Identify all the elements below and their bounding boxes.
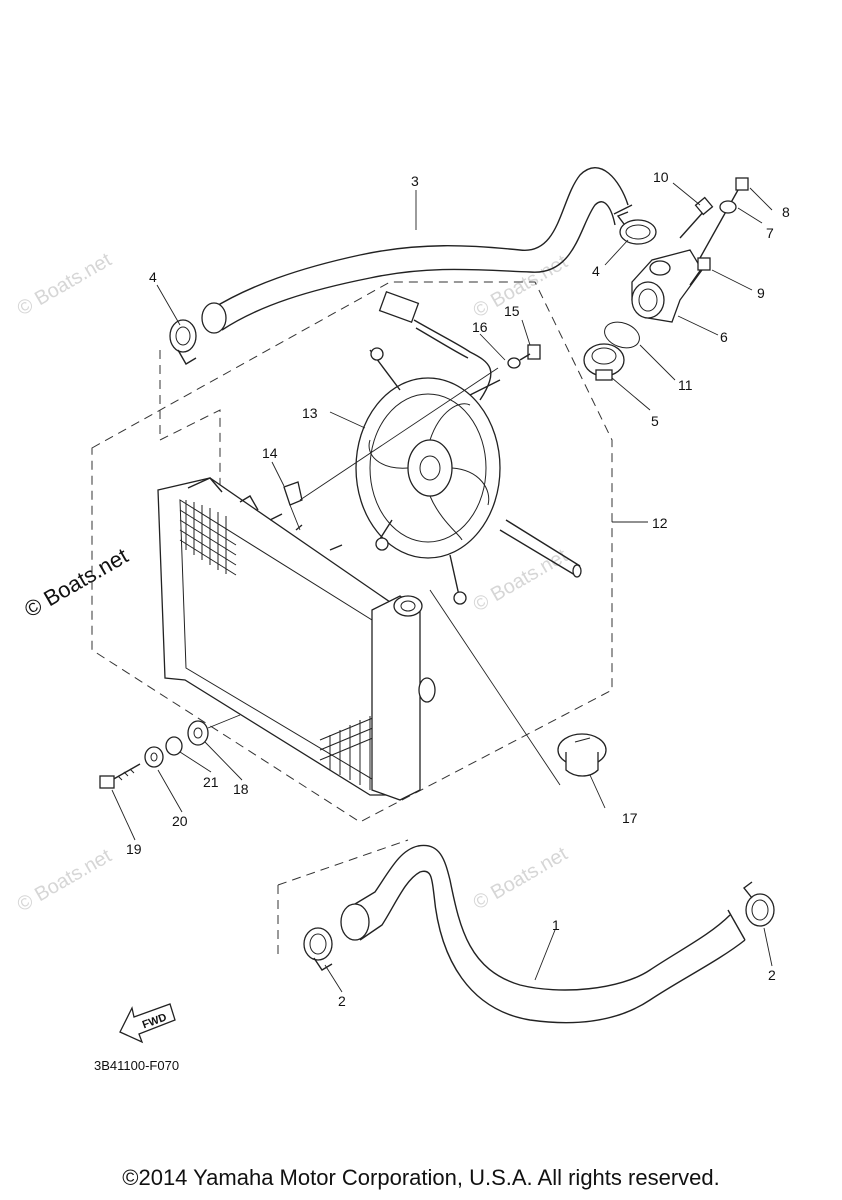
thermostat bbox=[583, 343, 625, 381]
callout-4: 4 bbox=[149, 269, 157, 285]
radiator-cap bbox=[557, 733, 607, 777]
leader-lines bbox=[111, 182, 773, 993]
fan-wiring-connector bbox=[378, 290, 492, 401]
callout-9: 9 bbox=[757, 285, 765, 301]
callout-2: 2 bbox=[338, 993, 346, 1009]
callout-18: 18 bbox=[233, 781, 249, 797]
callout-3: 3 bbox=[411, 173, 419, 189]
hose-clamp-lower-left bbox=[303, 927, 333, 971]
hose-clamp-lower-right bbox=[743, 881, 775, 927]
diagram-part-code: 3B41100-F070 bbox=[94, 1058, 179, 1073]
radiator-mount-fasteners bbox=[99, 714, 241, 789]
radiator-fins-bottom bbox=[319, 714, 381, 790]
lower-hose-dashed-leader bbox=[277, 839, 409, 960]
radiator bbox=[157, 477, 436, 801]
hose-clamp-left bbox=[169, 319, 197, 365]
fan-mount-bolt-washer bbox=[507, 344, 541, 369]
callout-4: 4 bbox=[592, 263, 600, 279]
callout-6: 6 bbox=[720, 329, 728, 345]
callout-7: 7 bbox=[766, 225, 774, 241]
callout-21: 21 bbox=[203, 774, 219, 790]
callout-13: 13 bbox=[302, 405, 318, 421]
forward-direction-arrow: FWD bbox=[119, 1003, 176, 1044]
callout-11: 11 bbox=[678, 377, 693, 393]
copyright-footer: ©2014 Yamaha Motor Corporation, U.S.A. A… bbox=[122, 1165, 720, 1190]
callout-17: 17 bbox=[622, 810, 638, 826]
callout-15: 15 bbox=[504, 303, 520, 319]
callout-12: 12 bbox=[652, 515, 668, 531]
callout-20: 20 bbox=[172, 813, 188, 829]
hose-clamp-dashed-leader bbox=[159, 350, 221, 500]
upper-radiator-hose bbox=[201, 167, 633, 334]
callout-10: 10 bbox=[653, 169, 669, 185]
watermark-text: © Boats.net bbox=[14, 845, 116, 917]
watermark-text: © Boats.net bbox=[470, 545, 572, 617]
o-ring bbox=[604, 321, 640, 349]
callout-labels: 1 2 2 3 4 4 5 6 7 8 9 10 11 12 13 14 15 … bbox=[126, 169, 790, 1009]
radiator-fins-top bbox=[179, 500, 237, 576]
callout-1: 1 bbox=[552, 917, 560, 933]
bolts-upper-right bbox=[679, 177, 749, 286]
hose-clamp-right bbox=[616, 211, 657, 245]
watermark-text-prominent: © Boats.net bbox=[20, 543, 132, 622]
fan-bracket bbox=[283, 481, 303, 506]
callout-8: 8 bbox=[782, 204, 790, 220]
lower-radiator-hose bbox=[340, 844, 746, 1024]
callout-16: 16 bbox=[472, 319, 488, 335]
callout-2: 2 bbox=[768, 967, 776, 983]
callout-19: 19 bbox=[126, 841, 142, 857]
callout-5: 5 bbox=[651, 413, 659, 429]
watermark-text: © Boats.net bbox=[470, 843, 572, 915]
callout-14: 14 bbox=[262, 445, 278, 461]
watermark-text: © Boats.net bbox=[14, 249, 116, 321]
watermark-text: © Boats.net bbox=[470, 251, 572, 323]
thermostat-housing bbox=[631, 249, 703, 323]
assembly-dashed-outline bbox=[91, 281, 613, 823]
cooling-fan-assembly bbox=[355, 347, 582, 605]
